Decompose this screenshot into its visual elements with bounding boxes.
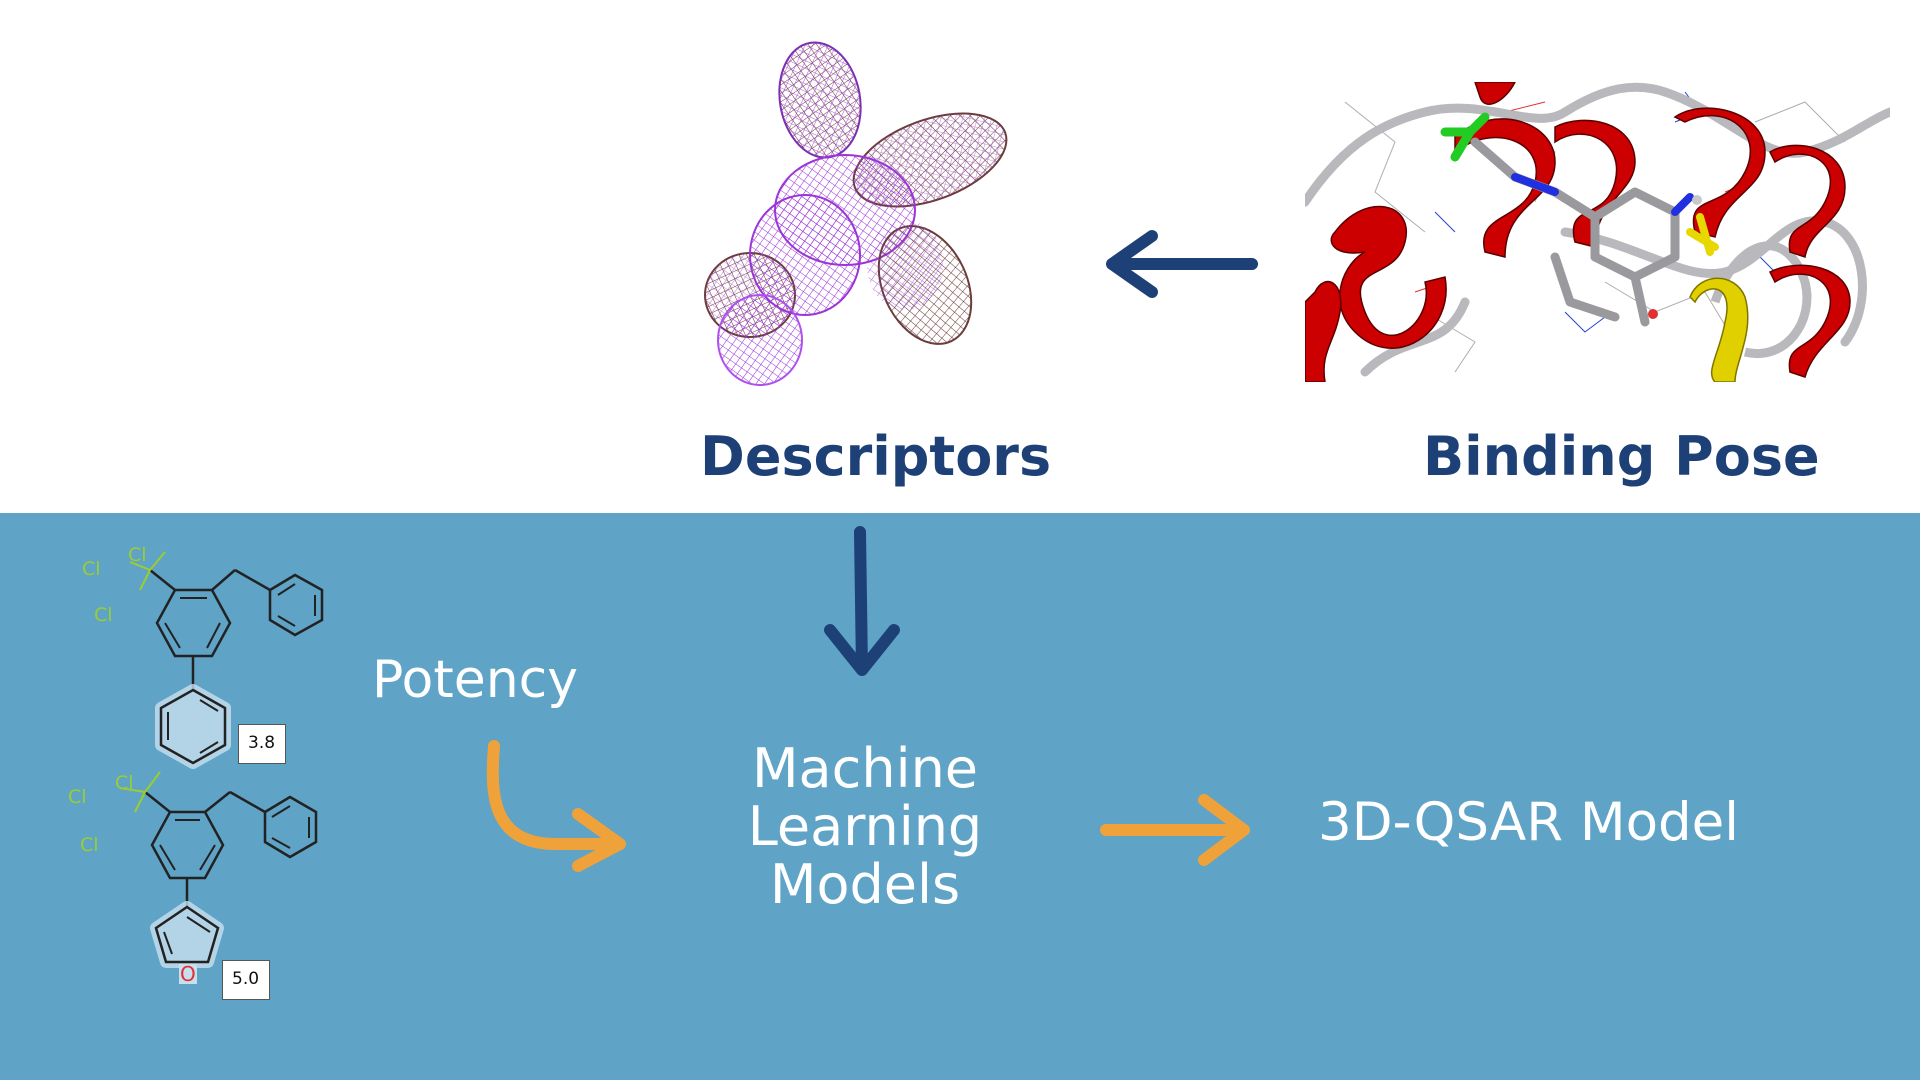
arrow-left-icon bbox=[1106, 230, 1258, 298]
potency-value-box: 3.8 bbox=[238, 724, 286, 764]
ml-label-line: Models bbox=[769, 853, 961, 916]
molecule-1 bbox=[129, 551, 324, 769]
arrow-down-icon bbox=[824, 526, 900, 676]
chlorine-label: Cl bbox=[82, 558, 101, 580]
bottom-section bbox=[0, 513, 1920, 1080]
descriptors-label: Descriptors bbox=[700, 425, 1052, 488]
ml-label-line: Machine bbox=[751, 737, 979, 800]
qsar-model-label: 3D-QSAR Model bbox=[1318, 792, 1739, 853]
molecule-2 bbox=[119, 771, 318, 968]
chlorine-label: Cl bbox=[128, 544, 147, 566]
potency-label: Potency bbox=[372, 650, 579, 710]
chlorine-label: Cl bbox=[80, 834, 99, 856]
chlorine-label: Cl bbox=[94, 604, 113, 626]
binding-pose-label: Binding Pose bbox=[1423, 425, 1820, 488]
chlorine-label: Cl bbox=[115, 772, 134, 794]
machine-learning-models-label: Machine Learning Models bbox=[655, 740, 1075, 914]
protein-binding-pose-image bbox=[1305, 82, 1890, 382]
arrow-right-icon bbox=[1100, 794, 1250, 866]
molecule-structure-image bbox=[119, 551, 324, 968]
potency-value-box: 5.0 bbox=[222, 960, 270, 1000]
descriptor-mesh-image bbox=[704, 41, 1008, 386]
chlorine-label: Cl bbox=[68, 786, 87, 808]
curved-arrow-icon bbox=[486, 740, 626, 872]
ml-label-line: Learning bbox=[747, 795, 983, 858]
oxygen-label: O bbox=[179, 962, 197, 986]
